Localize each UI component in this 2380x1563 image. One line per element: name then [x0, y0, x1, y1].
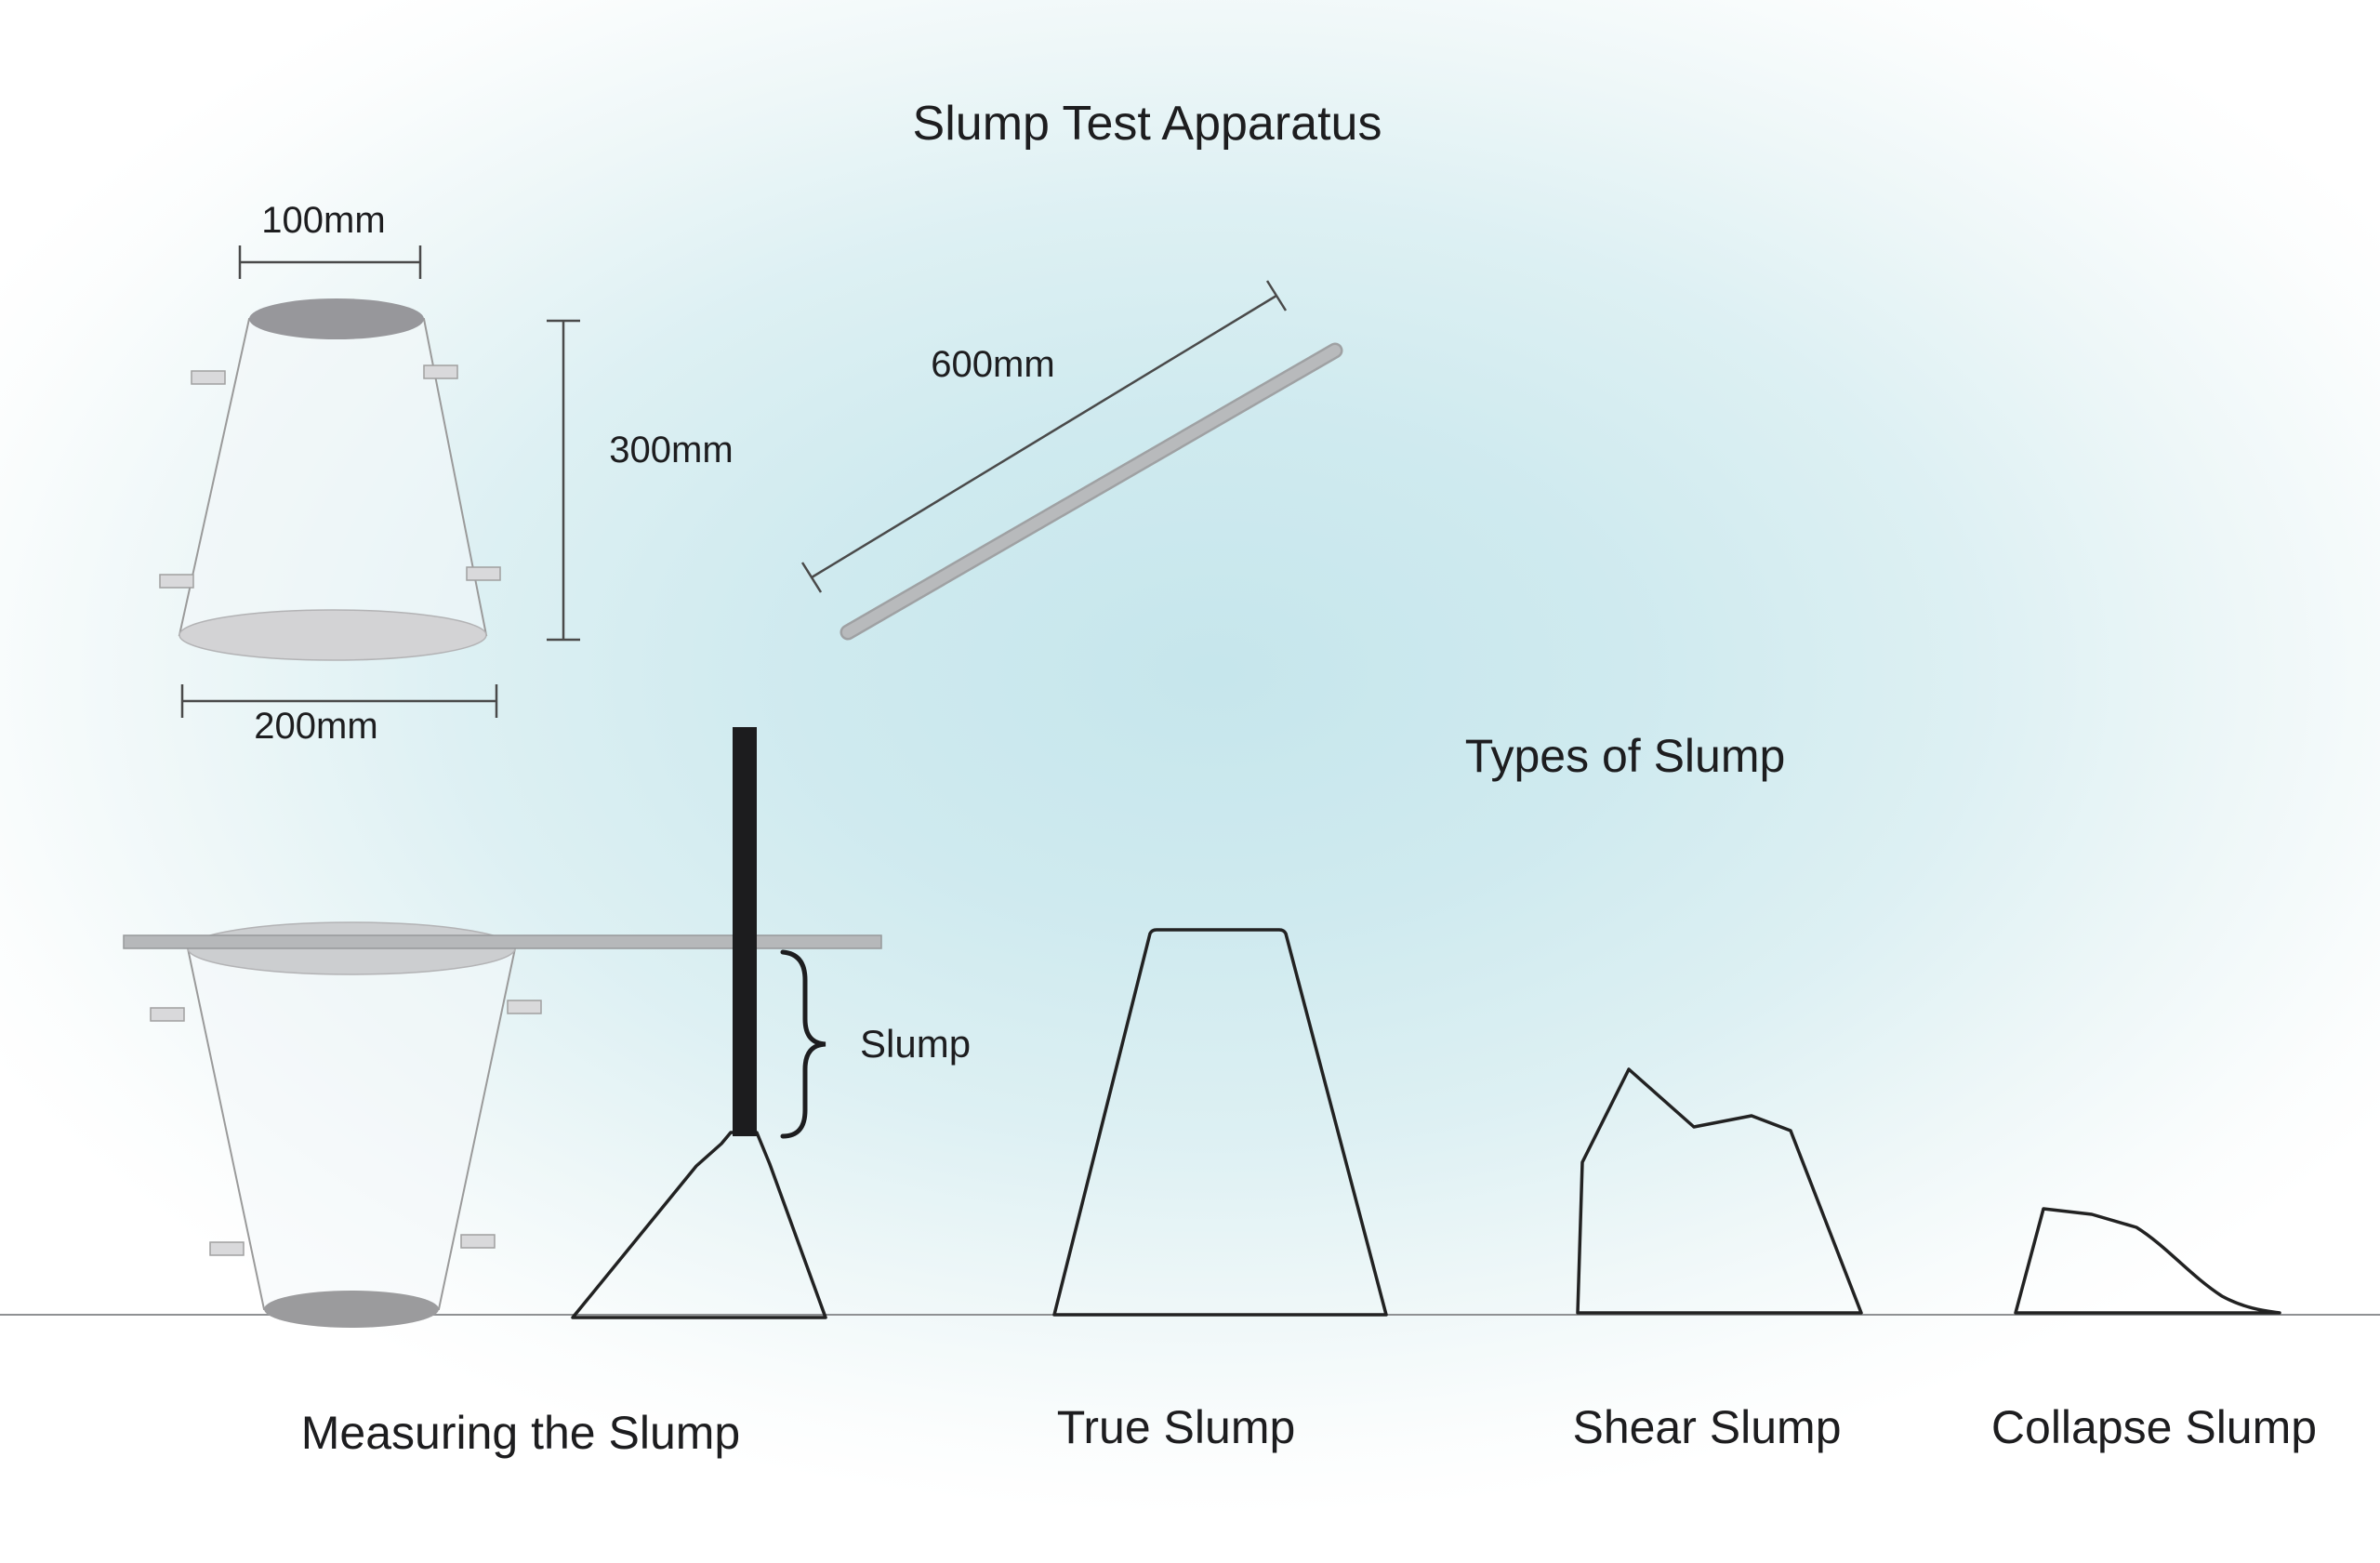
cone-foot-left: [159, 574, 194, 589]
straightedge-bar: [123, 934, 882, 949]
dim-tick: [800, 562, 823, 593]
inverted-cone-bottom-rim: [264, 1291, 439, 1328]
shear-slump-shape: [1576, 1067, 1863, 1315]
cone-top-rim: [249, 298, 424, 339]
measuring-station-figure: Slump Measuring the Slump: [123, 727, 971, 1459]
inverted-cone-tab-left: [150, 1007, 185, 1022]
height-label: 300mm: [609, 430, 733, 470]
slump-brace: [780, 949, 826, 1139]
slump-cone-figure: 100mm 300mm 200mm: [159, 200, 734, 747]
cone-foot-right: [466, 566, 501, 581]
inverted-cone-tab-right: [507, 1000, 542, 1014]
shear-slump-label: Shear Slump: [1572, 1401, 1841, 1453]
collapse-slump-figure: Collapse Slump: [1991, 1207, 2317, 1453]
shear-slump-figure: Shear Slump: [1572, 1067, 1863, 1453]
cone-handle-left: [191, 370, 226, 385]
measuring-caption: Measuring the Slump: [301, 1407, 740, 1459]
cone-bottom-rim: [178, 609, 487, 661]
true-slump-label: True Slump: [1057, 1401, 1296, 1453]
slump-annotation: Slump: [860, 1022, 971, 1066]
measuring-rod: [733, 727, 757, 1136]
collapse-slump-shape: [2014, 1207, 2281, 1315]
true-slump-figure: True Slump: [1052, 928, 1388, 1453]
dim-tick: [1265, 280, 1288, 311]
inverted-cone-foot-right: [460, 1234, 496, 1249]
tamping-rod-figure: 600mm: [800, 280, 1343, 641]
rod-length-label: 600mm: [931, 344, 1054, 385]
collapse-slump-label: Collapse Slump: [1991, 1401, 2317, 1453]
cone-handle-right: [423, 364, 458, 379]
tamping-rod: [842, 345, 1341, 638]
bottom-diameter-label: 200mm: [254, 706, 377, 747]
true-slump-shape: [1052, 928, 1388, 1317]
types-heading: Types of Slump: [1465, 730, 1786, 782]
diagram-title: Slump Test Apparatus: [913, 97, 1382, 151]
top-diameter-label: 100mm: [261, 200, 385, 241]
measured-slump-shape: [571, 1131, 827, 1319]
dim-line-rod: [811, 294, 1277, 579]
inverted-cone-foot-left: [209, 1241, 245, 1256]
